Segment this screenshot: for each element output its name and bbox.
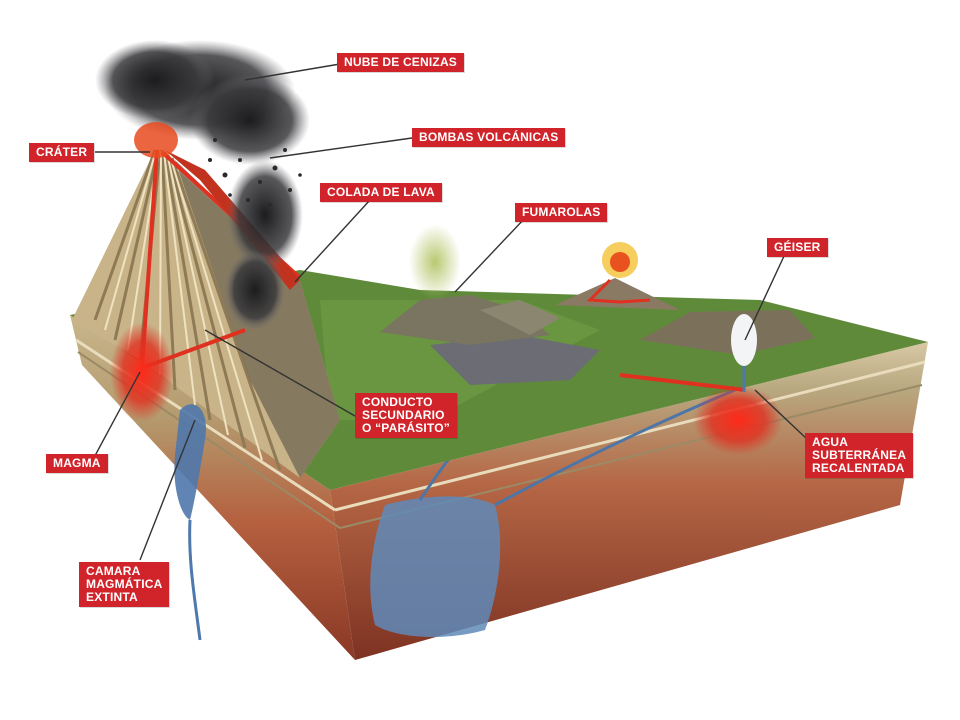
label-magma: MAGMA [46,454,108,473]
fumarole-hills [380,295,560,345]
label-nube-de-cenizas: NUBE DE CENIZAS [337,53,465,72]
label-conducto-secundario: CONDUCTO SECUNDARIO O “PARÁSITO” [355,393,457,438]
magma-glow [110,322,174,422]
label-geiser: GÉISER [767,238,828,257]
geiser-magma-glow [693,385,783,455]
leader-lines [89,63,809,561]
groundwater-pocket [370,496,501,637]
lava-field [430,335,600,385]
label-bombas-volcanicas: BOMBAS VOLCÁNICAS [412,128,566,147]
crater-glow [134,122,178,158]
extinct-chamber [174,404,206,520]
label-agua-subterranea: AGUA SUBTERRÁNEA RECALENTADA [805,433,914,478]
geiser-ridge [640,310,815,355]
fumarole-steam [409,224,461,300]
label-colada-de-lava: COLADA DE LAVA [320,183,442,202]
label-fumarolas: FUMAROLAS [515,203,608,222]
ash-cloud [95,40,310,330]
label-crater: CRÁTER [29,143,95,162]
volcanic-bombs [208,138,302,207]
secondary-volcano [555,242,680,310]
label-camara-magmatica: CAMARA MAGMÁTICA EXTINTA [79,562,170,607]
